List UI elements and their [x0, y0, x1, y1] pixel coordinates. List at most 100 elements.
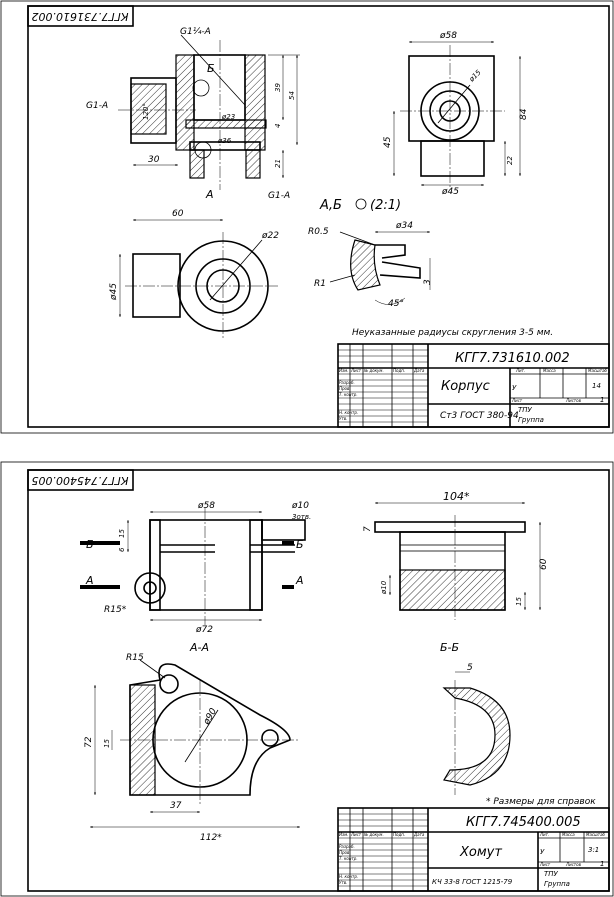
sheet-2-section-b-left: Б	[86, 538, 94, 551]
tb1-label-prov: Пров.	[339, 386, 351, 391]
tb1-label-tkontr: Т. контр.	[339, 392, 358, 397]
d22-label: ø22	[261, 231, 279, 241]
tb2-label-doc: № докум.	[363, 832, 384, 837]
tb1-label-sheet: Лист	[511, 398, 523, 403]
clamp-ear	[261, 519, 306, 541]
tb2-label-razrab: Разраб.	[339, 844, 355, 849]
sheet-2-section-aa	[90, 659, 300, 828]
sheet-2-holes-label: 3отв.	[292, 513, 311, 521]
sheet-2-dim-60: 60	[539, 558, 549, 570]
dim-4-label: 4	[274, 124, 282, 128]
side-hatch	[399, 569, 506, 611]
sheet-1-group: Группа	[518, 416, 544, 424]
detail-profile	[350, 239, 381, 291]
tb2-litera: У	[540, 848, 545, 856]
sheet-2-section-a-left: А	[85, 574, 94, 587]
sheet-2-title-block: Изм. Лист № докум. Подп. Дата Разраб. Пр…	[337, 807, 610, 892]
dim-21-label: 21	[274, 159, 282, 168]
sheet-1-frame	[27, 5, 610, 428]
sheet-2-dim-112: 112*	[200, 833, 222, 843]
tb2-label-scale: Масштаб	[586, 832, 606, 837]
sheet-2-group: Группа	[544, 880, 570, 888]
sheet-2-code-stamp: КГГ7.745400.005	[31, 474, 128, 487]
tb2-label-sheet: Лист	[539, 862, 551, 867]
thread-left-label: G1-A	[86, 101, 108, 111]
sheet-2-outer-border	[0, 461, 614, 897]
tb2-label-utv: Утв.	[339, 880, 347, 885]
sheet-1-title-block: Изм. Лист № докум. Подп. Дата Разраб. Пр…	[337, 343, 610, 428]
sheet-2-material: КЧ 33-8 ГОСТ 1215-79	[432, 878, 513, 886]
d45-bottom-label: ø45	[441, 187, 459, 197]
tb2-sheets-total: 1	[600, 860, 604, 868]
dim-45-side-label: 45	[383, 136, 393, 148]
sheet-1-outer-border	[0, 0, 614, 434]
tb2-label-nkontr: Н. контр.	[339, 874, 358, 879]
d36-label: ø36	[217, 137, 232, 145]
dim-30-label: 30	[148, 155, 160, 165]
left-wall	[175, 54, 195, 151]
tb1-label-lit: Лит.	[515, 368, 525, 373]
angle-120-label: 120°	[142, 103, 150, 120]
bottom-flange	[189, 141, 261, 151]
side-body	[408, 55, 495, 142]
dim-54-label: 54	[288, 91, 296, 100]
sheet-1-detail	[329, 231, 431, 305]
sheet-2-r15-ref: R15*	[104, 605, 127, 615]
angle-45-label: 45°	[388, 299, 404, 309]
sheet-2-org: ТПУ	[544, 870, 559, 878]
sheet-2-d10-side: ø10	[380, 580, 388, 595]
sheet-1-note: Неуказанные радиусы скругления 3-5 мм.	[352, 328, 553, 338]
sheet-2-section-b-right: Б	[296, 538, 304, 551]
sheet-2-dim-72: 72	[84, 736, 94, 748]
right-wall	[244, 54, 266, 151]
tb1-litera: У	[512, 384, 517, 392]
mid-flange	[185, 119, 267, 129]
sheet-1-scale-value: 14	[592, 382, 601, 390]
dim-3-label: 3	[423, 279, 433, 285]
sheet-1-title-code: КГГ7.731610.002	[455, 351, 570, 366]
dim-60-label: 60	[172, 209, 184, 219]
tb2-label-mass: Масса	[562, 832, 575, 837]
tb2-label-lit: Лит.	[539, 832, 549, 837]
bottom-right	[245, 149, 261, 179]
aa-outline	[129, 663, 291, 796]
tb2-label-izm: Изм.	[339, 832, 348, 837]
r1-label: R1	[314, 279, 326, 289]
sheet-2-section-bb	[442, 671, 511, 795]
tb2-label-sheets: Листов	[565, 862, 582, 867]
sheet-1-side-view	[393, 41, 521, 190]
detail-scale: (2:1)	[370, 198, 401, 213]
sheet-1-code-stamp: КГГ7.731610.002	[31, 10, 128, 23]
thread-top-label: G1¼-A	[180, 27, 211, 37]
tb1-label-date: Дата	[413, 368, 425, 373]
tb1-label-scale: Масштаб	[588, 368, 608, 373]
sheet-2-frame	[27, 469, 610, 892]
d58-label: ø58	[439, 31, 457, 41]
tb2-label-sign: Подп.	[393, 832, 405, 837]
sheet-2-d72-label: ø72	[195, 625, 213, 635]
detail-label: А,Б	[319, 198, 342, 213]
sheet-1-stamp-box	[27, 5, 134, 27]
dim-84-label: 84	[519, 108, 529, 120]
sheet-2-stamp-box	[27, 469, 134, 491]
sheet-2-part-name: Хомут	[459, 845, 502, 860]
sheet-1: КГГ7.731610.002 G1¼-A G1-A G1-A Б А 120°…	[0, 0, 614, 434]
section-a-marker: А	[205, 188, 214, 201]
sheet-1-front-section	[118, 34, 267, 190]
detail-circle-icon	[355, 198, 367, 210]
tb1-label-razrab: Разраб.	[339, 380, 355, 385]
tb2-label-date: Дата	[413, 832, 425, 837]
d23-label: ø23	[221, 113, 235, 121]
sheet-2-dim-104: 104*	[443, 490, 470, 503]
sheet-2-side-section	[374, 502, 541, 620]
dim-22-label: 22	[506, 156, 514, 165]
sheet-2-dim-15-side: 15	[515, 597, 523, 606]
tb2-label-tkontr: Т. контр.	[339, 856, 358, 861]
tb2-label-list: Лист	[350, 832, 362, 837]
leader-thread-top	[180, 34, 246, 106]
bb-ring	[442, 687, 511, 786]
section-b-marker: Б	[207, 62, 215, 75]
sheet-2-r15: R15	[126, 653, 144, 663]
clamp-body	[149, 519, 263, 611]
r05-label: R0.5	[308, 227, 329, 237]
